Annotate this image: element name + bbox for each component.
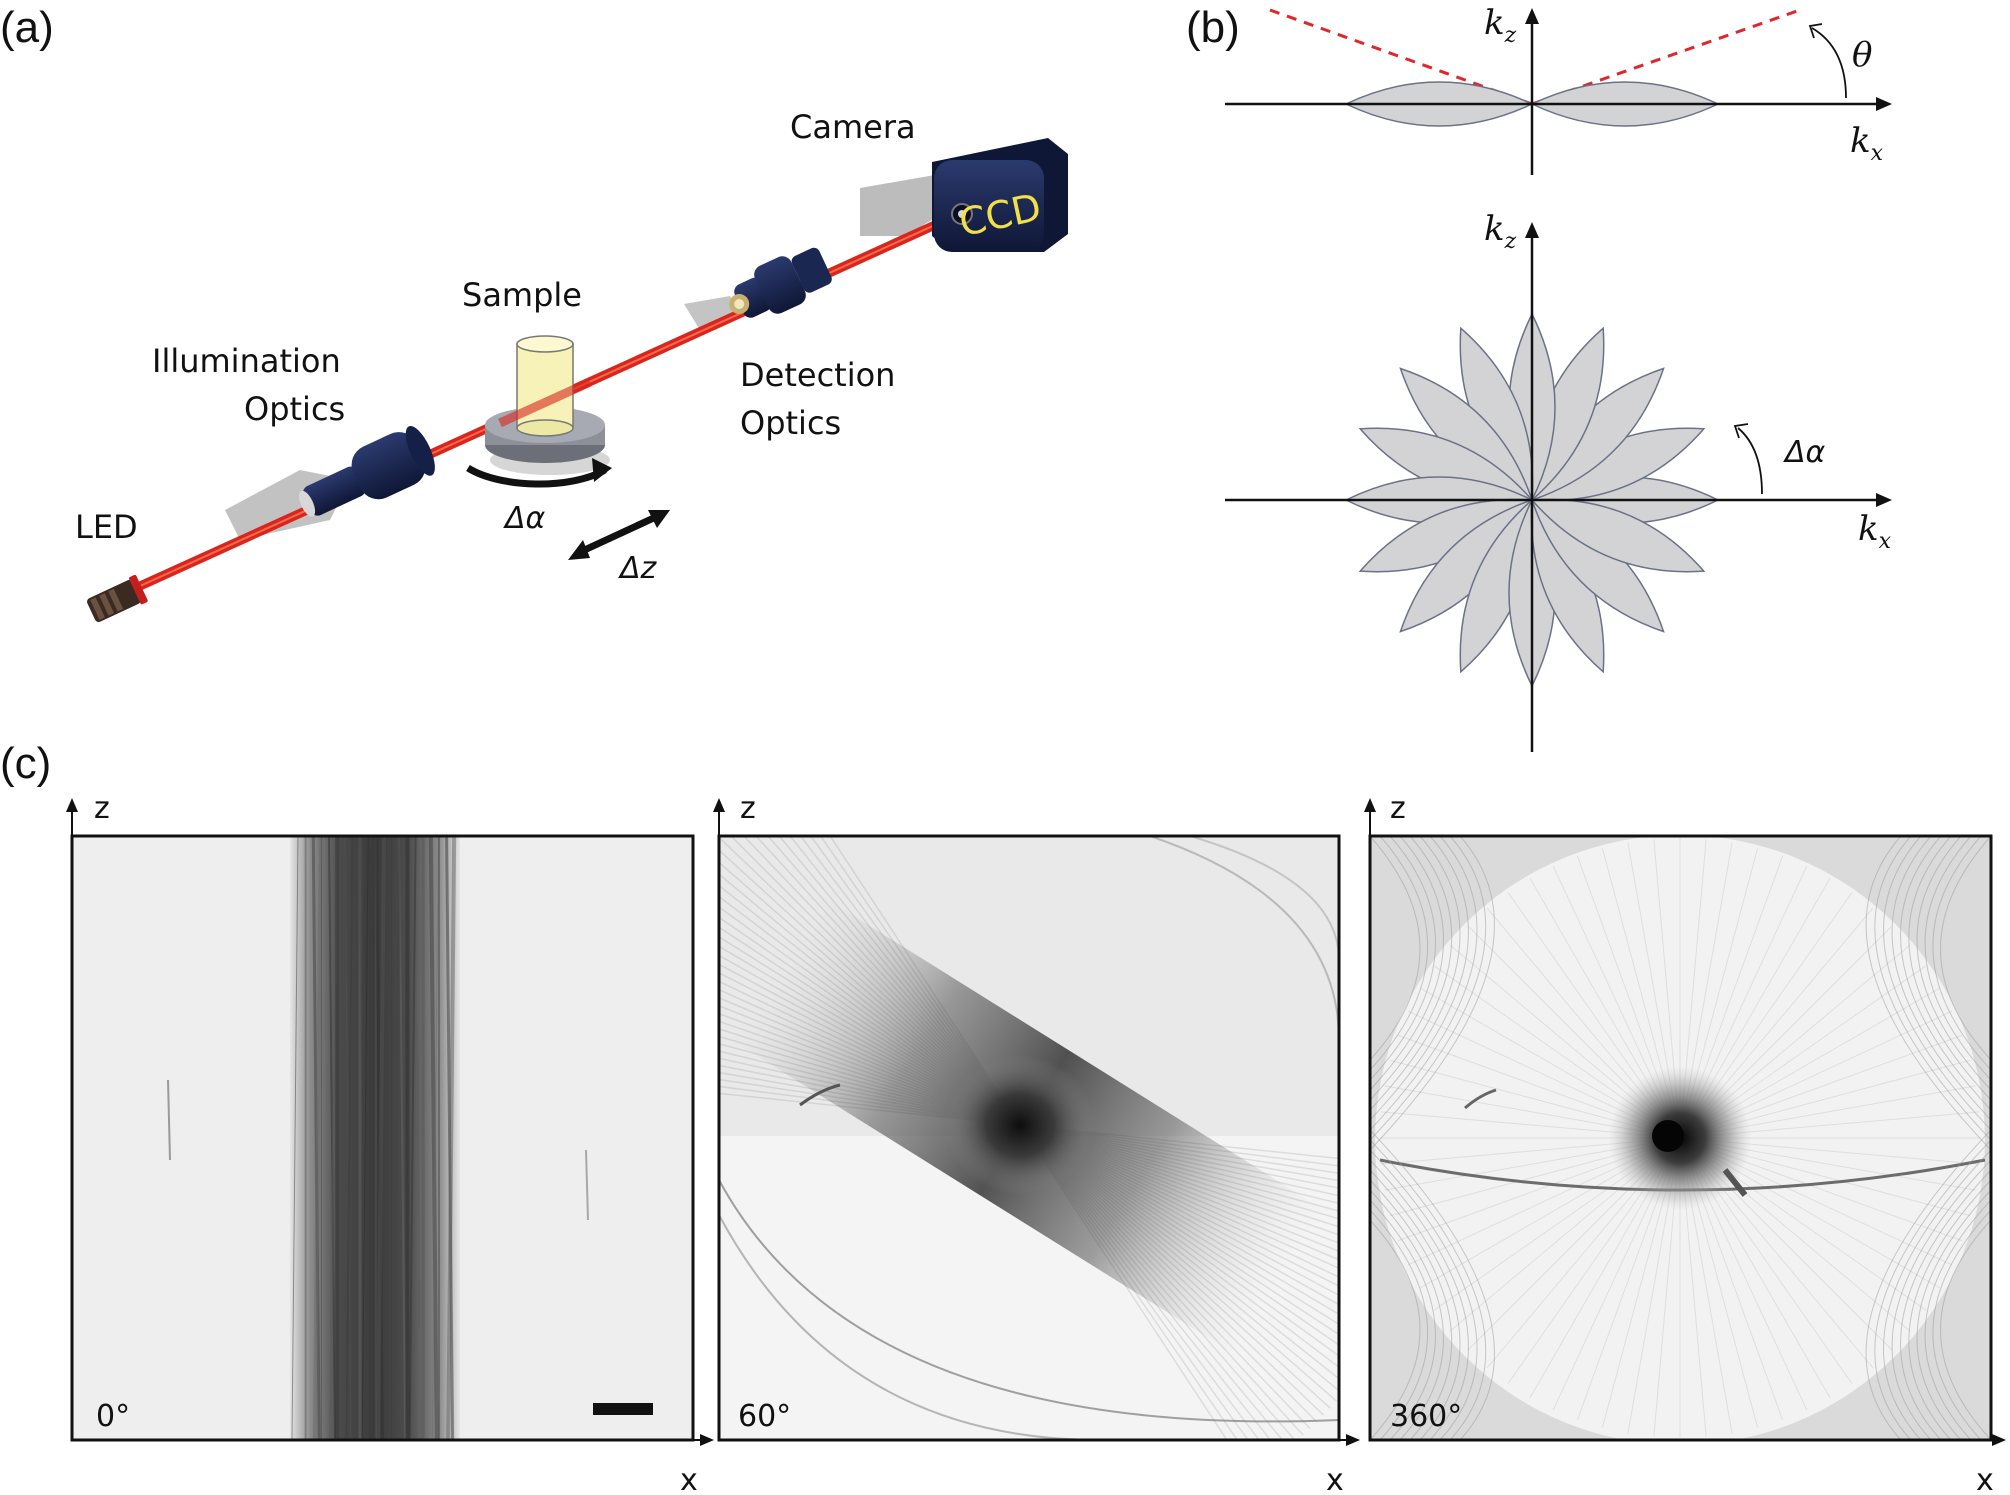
setup-illustration: CCD Camera Sample Illumination Optics De… <box>75 108 1068 623</box>
kz-label-bottom: kz <box>1484 209 1517 254</box>
kspace-bottom: kz kx Δα <box>1225 209 1892 752</box>
sample-label: Sample <box>462 276 582 314</box>
projection-0: 0° <box>70 834 695 1442</box>
theta-arc <box>1811 27 1847 99</box>
kz-label-top: kz <box>1484 3 1517 48</box>
kx-label-bottom: kx <box>1858 509 1892 554</box>
kspace-petal <box>1530 498 1706 573</box>
z-label-60: z <box>740 791 756 826</box>
delta-z-label: Δz <box>618 551 658 586</box>
kspace-top: kz kx θ <box>1225 3 1892 175</box>
projection-axes: z x z x z x <box>66 791 2006 1495</box>
dashed-ray-right <box>1531 8 1801 106</box>
illumination-label-2: Optics <box>244 390 345 428</box>
panel-label-c: (c) <box>0 739 51 788</box>
angle-label-60: 60° <box>738 1399 791 1434</box>
x-label-360: x <box>1976 1463 1994 1495</box>
led-label: LED <box>75 508 138 546</box>
sample-cylinder <box>516 335 574 437</box>
angle-label-0: 0° <box>96 1399 130 1434</box>
panel-label-b: (b) <box>1186 3 1240 52</box>
detection-optics-icon <box>729 247 832 318</box>
x-label-0: x <box>680 1463 698 1495</box>
projection-60: 60° <box>717 834 1341 1442</box>
camera-icon: CCD <box>932 138 1068 252</box>
camera-label: Camera <box>790 108 916 146</box>
x-label-60: x <box>1326 1463 1344 1495</box>
delta-alpha-label-b: Δα <box>1783 435 1826 470</box>
delta-alpha-label-a: Δα <box>503 501 546 536</box>
illumination-label-1: Illumination <box>152 342 341 380</box>
translation-arrow <box>576 512 660 557</box>
led-icon <box>87 574 148 623</box>
theta-label: θ <box>1852 35 1872 75</box>
angle-label-360: 360° <box>1390 1399 1462 1434</box>
projection-360: 360° <box>1368 834 1993 1442</box>
z-label-0: z <box>94 791 110 826</box>
kx-label-top: kx <box>1850 121 1884 166</box>
illumination-optics-icon <box>298 426 435 517</box>
scale-bar <box>593 1403 653 1415</box>
detection-label-1: Detection <box>740 356 895 394</box>
rotation-arrow <box>466 464 607 488</box>
corner-mesh <box>1370 836 1991 1440</box>
delta-alpha-arc <box>1737 427 1763 495</box>
camera-shadow <box>860 175 935 236</box>
z-label-360: z <box>1390 791 1406 826</box>
vertical-streaks <box>291 836 457 1440</box>
panel-label-a: (a) <box>0 3 54 52</box>
detection-label-2: Optics <box>740 404 841 442</box>
